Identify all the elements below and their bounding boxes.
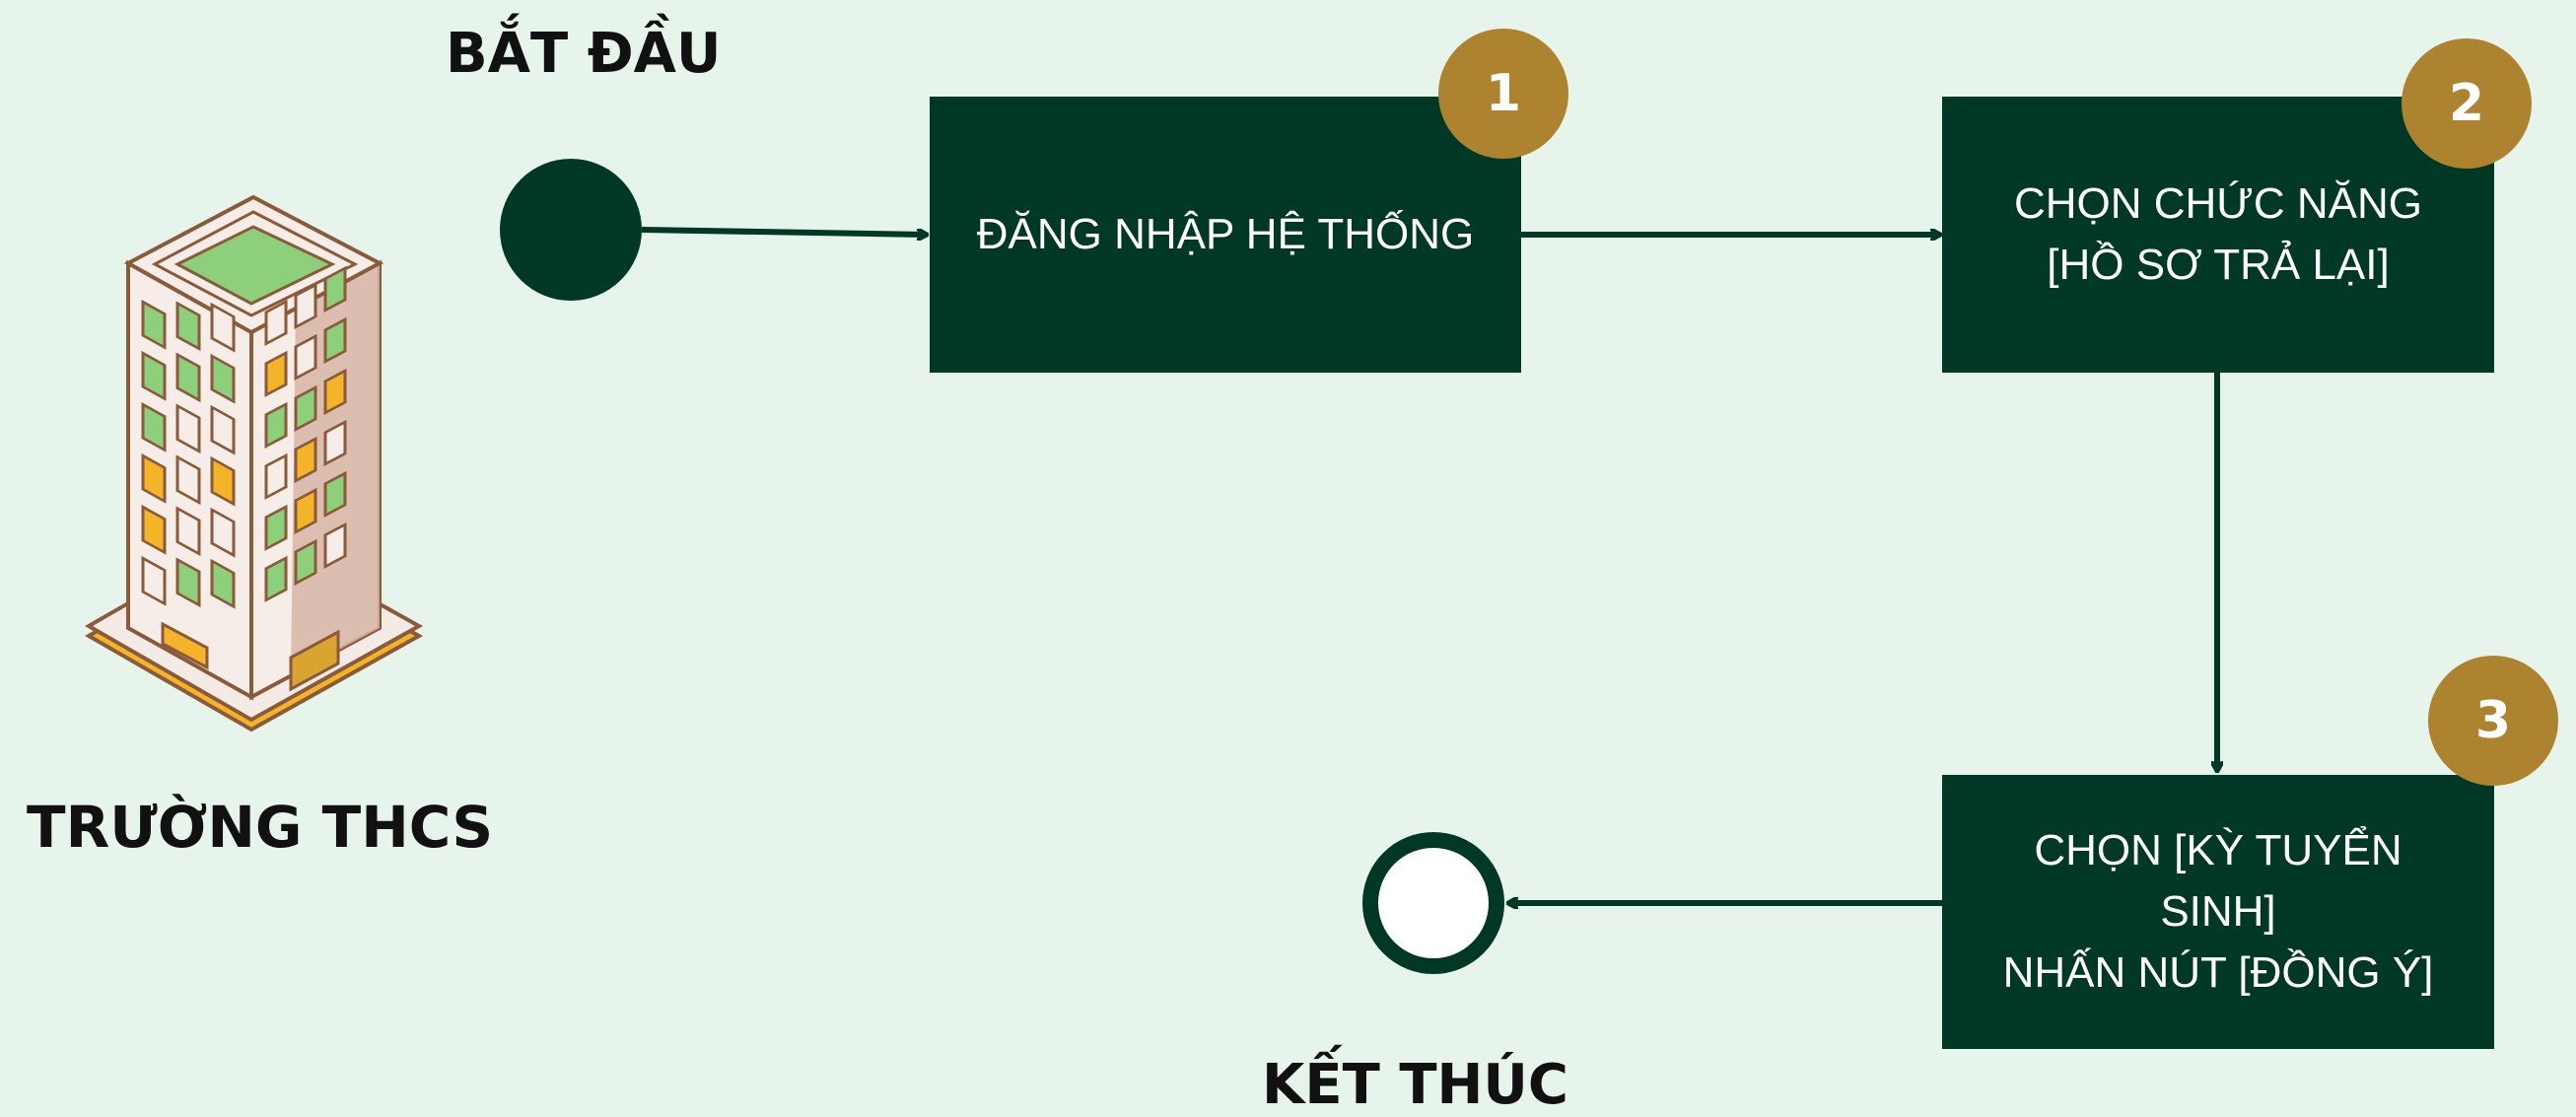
step-3-box: CHỌN [KỲ TUYỂN SINH] NHẤN NÚT [ĐỒNG Ý] xyxy=(1942,775,2494,1049)
end-label: KẾT THÚC xyxy=(1262,1053,1568,1117)
arrow-start-to-step1 xyxy=(642,230,927,235)
actor-label: TRƯỜNG THCS xyxy=(27,794,493,861)
school-building-icon xyxy=(84,192,429,749)
start-label: BẮT ĐẦU xyxy=(446,22,721,86)
step-2-text: CHỌN CHỨC NĂNG [HỒ SƠ TRẢ LẠI] xyxy=(2014,174,2422,296)
step-3-text: CHỌN [KỲ TUYỂN SINH] NHẤN NÚT [ĐỒNG Ý] xyxy=(2003,820,2434,1004)
step-1-badge: 1 xyxy=(1438,29,1568,159)
step-2-badge: 2 xyxy=(2402,38,2532,169)
start-node xyxy=(500,159,642,301)
step-3-badge: 3 xyxy=(2428,656,2558,786)
step-1-text: ĐĂNG NHẬP HỆ THỐNG xyxy=(977,204,1474,265)
end-node xyxy=(1370,840,1497,966)
step-1-box: ĐĂNG NHẬP HỆ THỐNG xyxy=(930,97,1521,373)
